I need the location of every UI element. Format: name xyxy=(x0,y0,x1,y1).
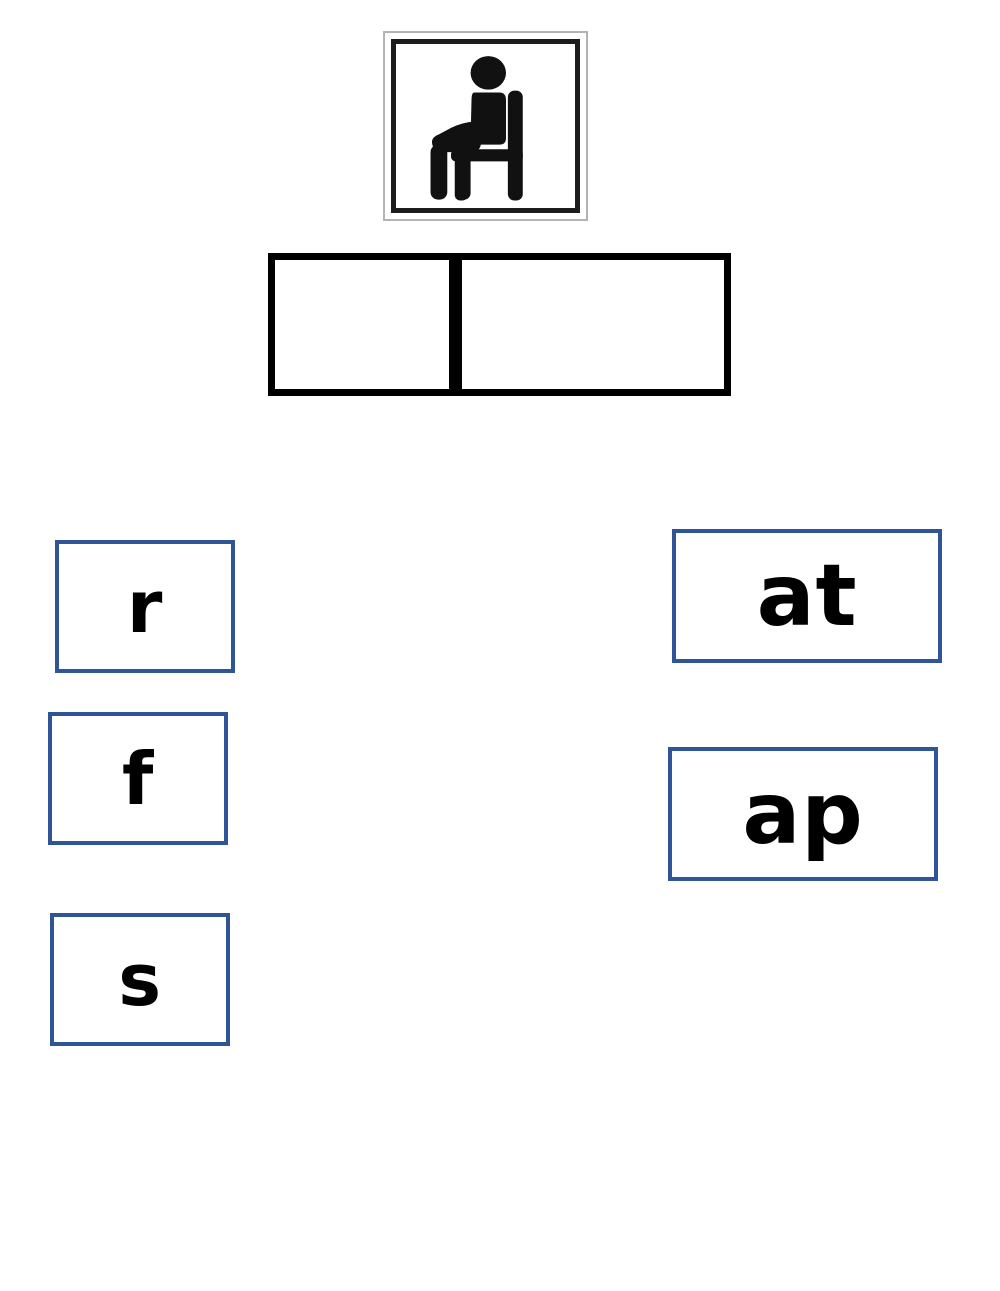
answer-boxes-row xyxy=(268,253,731,396)
onset-tile-label: s xyxy=(118,937,162,1022)
onset-tile-s[interactable]: s xyxy=(50,913,230,1046)
person-sitting-on-chair-icon xyxy=(430,56,523,201)
rime-tile-at[interactable]: at xyxy=(672,529,942,663)
answer-box-onset[interactable] xyxy=(268,253,456,396)
rime-tile-label: ap xyxy=(742,764,864,864)
onset-tile-label: f xyxy=(121,736,155,821)
picture-clue-frame xyxy=(383,31,588,221)
rime-tile-label: at xyxy=(756,546,858,646)
answer-box-rime[interactable] xyxy=(455,253,731,396)
onset-tile-f[interactable]: f xyxy=(48,712,228,845)
onset-tile-r[interactable]: r xyxy=(55,540,235,673)
picture-clue-inner-border xyxy=(391,39,580,213)
onset-tile-label: r xyxy=(126,564,164,649)
rime-tile-ap[interactable]: ap xyxy=(668,747,938,881)
